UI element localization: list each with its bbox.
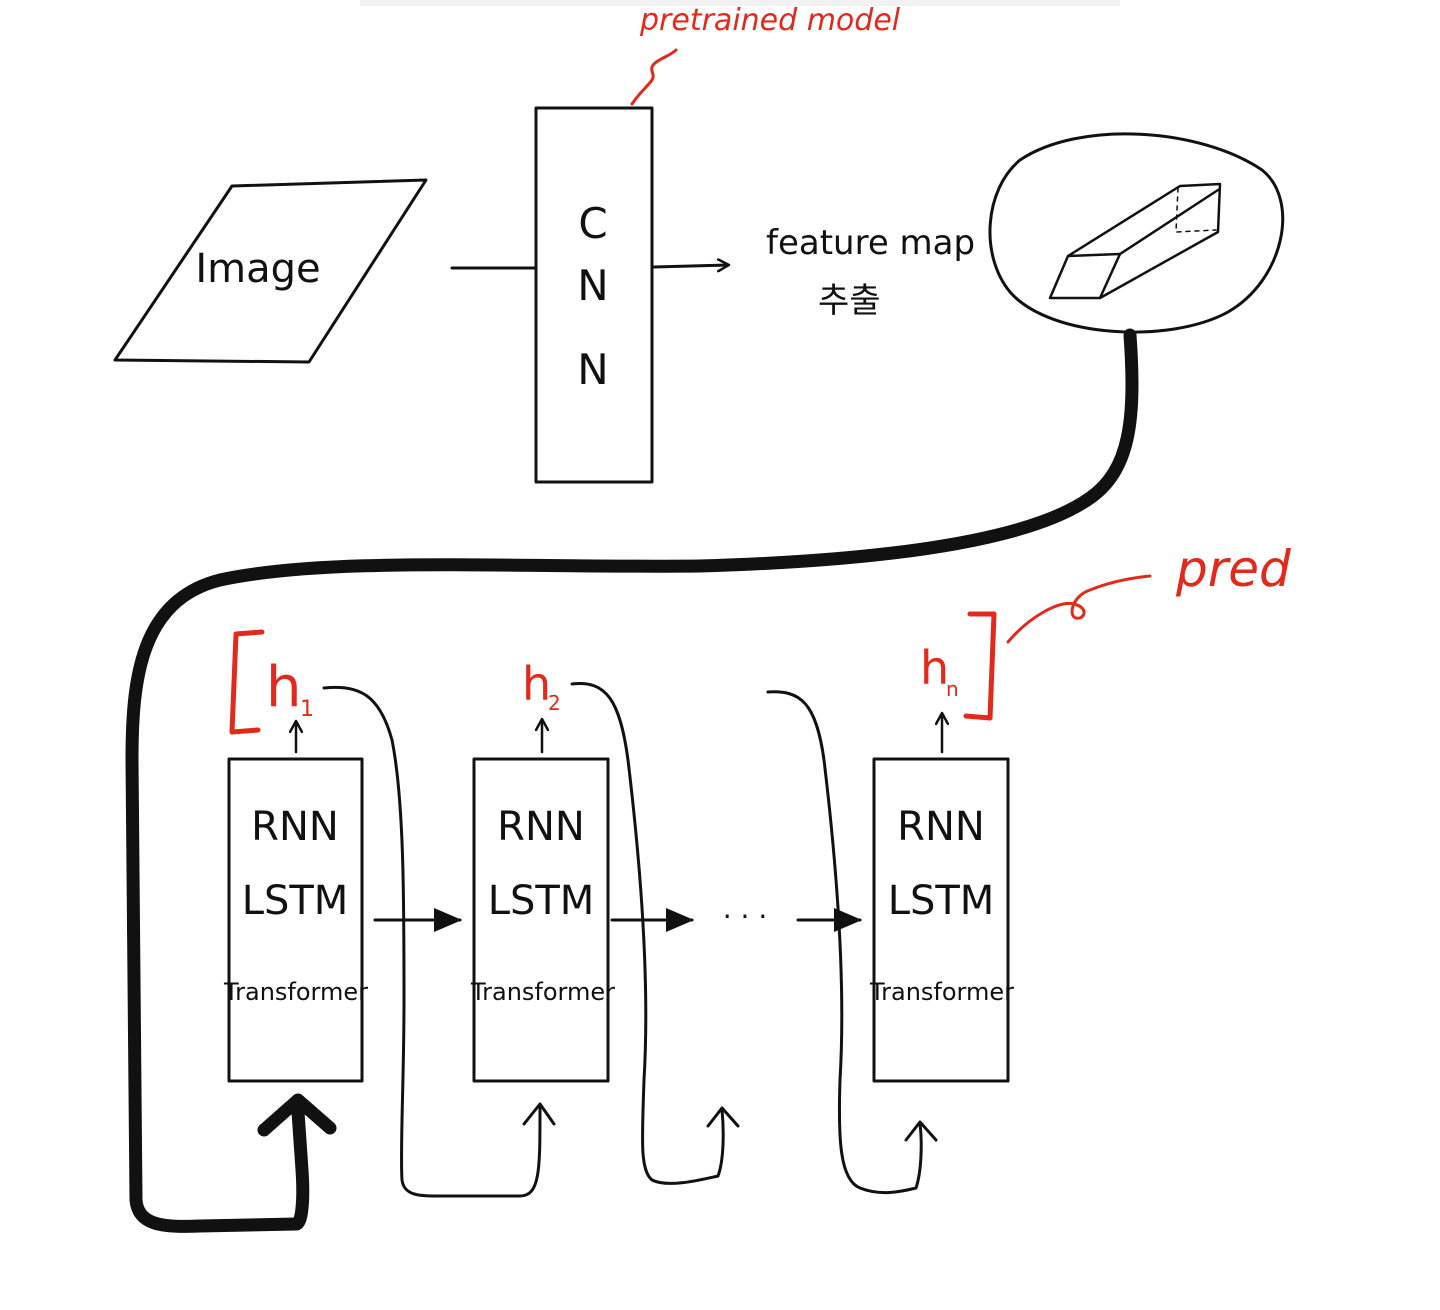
bracket-left: [229, 629, 265, 735]
hidden-hn: h n: [920, 641, 959, 701]
cnn-letter-n2: N: [577, 345, 608, 394]
rnn-block-2: RNN LSTM Transformer: [470, 757, 615, 1083]
hidden-hn-sub: n: [946, 677, 959, 701]
loop-h2-arrowhead: [706, 1106, 740, 1128]
block-1-line3: Transformer: [223, 978, 368, 1006]
hidden-h2: h 2: [522, 657, 561, 715]
ellipsis: · · ·: [723, 900, 768, 933]
bracket-right: [963, 611, 997, 721]
feature-map-bubble: [988, 132, 1285, 334]
image-parallelogram: [113, 178, 428, 364]
bubble-outline: [988, 132, 1285, 334]
hidden-h1-letter: h: [266, 655, 302, 720]
cnn-box: [534, 106, 654, 484]
block-n-box: [872, 757, 1010, 1083]
rnn-block-1: RNN LSTM Transformer: [223, 757, 368, 1083]
hidden-h2-sub: 2: [548, 691, 561, 715]
rnn-block-n: RNN LSTM Transformer: [869, 757, 1014, 1083]
block-2-line3: Transformer: [470, 978, 615, 1006]
cnn-block: C N N: [534, 106, 654, 484]
block-1-line1: RNN: [251, 804, 339, 850]
hidden-h2-letter: h: [522, 657, 551, 711]
loop-h2-to-next: [570, 682, 725, 1185]
pretrained-label: pretrained model: [639, 3, 901, 38]
pred-annotation: pred: [1006, 540, 1291, 644]
loop-n-arrowhead: [904, 1120, 938, 1142]
hidden-hn-letter: h: [920, 641, 949, 695]
tensor-outline: [1048, 182, 1222, 300]
cnn-letter-n1: N: [577, 261, 608, 310]
feature-map-sub: 추출: [818, 281, 881, 321]
feature-map-label: feature map: [766, 223, 975, 263]
pred-pointer: [1006, 574, 1152, 644]
hidden-h1-sub: 1: [300, 697, 314, 722]
pred-label: pred: [1175, 540, 1291, 598]
top-shade: [360, 0, 1120, 6]
loop-h1-to-block2: [322, 685, 542, 1198]
block-1-box: [227, 757, 364, 1083]
block-2-line2: LSTM: [488, 878, 595, 924]
loop-h1-arrowhead: [522, 1102, 556, 1126]
pretrained-annotation: pretrained model: [630, 3, 901, 106]
block-1-line2: LSTM: [242, 878, 349, 924]
block-2-line1: RNN: [497, 804, 585, 850]
feature-connector-arrowhead: [257, 1093, 337, 1137]
pretrained-pointer: [630, 48, 678, 106]
feature-connector: [125, 328, 1139, 1233]
image-input: Image: [113, 178, 428, 364]
hidden-h1: h 1: [266, 655, 314, 722]
block-n-line2: LSTM: [888, 878, 995, 924]
tensor-edge: [1118, 188, 1220, 256]
loop-ellipsis-to-blockn: [766, 690, 923, 1195]
image-label: Image: [195, 246, 320, 292]
cnn-letter-c: C: [578, 199, 607, 248]
arrow-cnn-to-feature: [652, 265, 728, 267]
block-n-line1: RNN: [897, 804, 985, 850]
block-2-box: [472, 757, 610, 1083]
block-n-line3: Transformer: [869, 978, 1014, 1006]
